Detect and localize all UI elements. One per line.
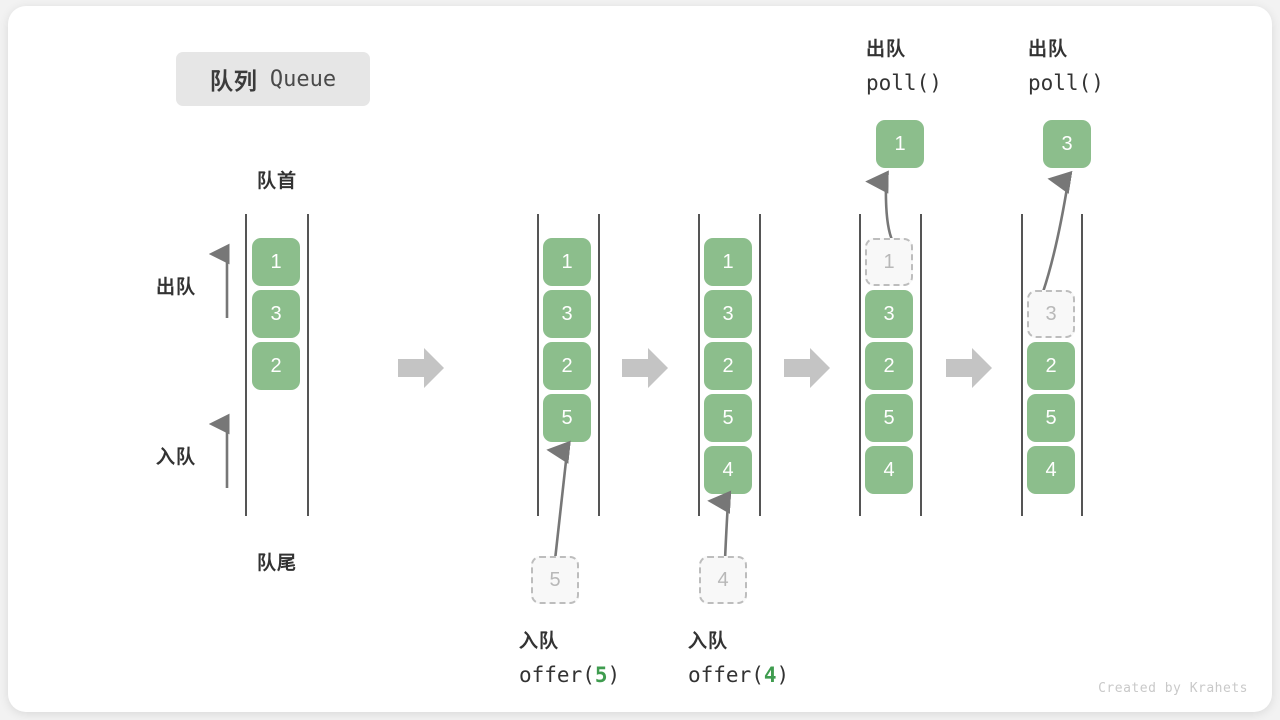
title-chinese: 队列 [209, 68, 258, 94]
column-3-cell-1: 3 [704, 290, 752, 338]
diagram-card: 队列 Queue 队首 队尾 出队 入队 1 3 2 1 3 2 5 [8, 6, 1272, 712]
column-2-rail-left [537, 214, 539, 516]
column-1-cell-0: 1 [252, 238, 300, 286]
column-5-cell-4: 4 [1027, 446, 1075, 494]
column-5-cell-1: 3 [1027, 290, 1075, 338]
column-4-cell-1: 3 [865, 290, 913, 338]
offer-4-incoming-cell: 4 [699, 556, 747, 604]
offer-4-caption: 入队 offer(4) [688, 626, 789, 694]
poll-3-returned-cell: 3 [1043, 120, 1091, 168]
title-badge: 队列 Queue [176, 52, 370, 106]
poll-3-arrow-icon [1041, 170, 1073, 293]
dequeue-direction-arrow-icon [208, 243, 230, 318]
poll-1-caption-code: poll() [866, 71, 942, 96]
offer-5-caption: 入队 offer(5) [519, 626, 620, 694]
offer-5-caption-cn: 入队 [519, 631, 560, 652]
title-english: Queue [269, 66, 337, 92]
enqueue-direction-arrow-icon [208, 413, 230, 488]
offer-5-arrow-icon [546, 440, 571, 561]
column-5-cell-3: 5 [1027, 394, 1075, 442]
offer-4-caption-cn: 入队 [688, 631, 729, 652]
column-3-cell-4: 4 [704, 446, 752, 494]
column-5-rail-right [1081, 214, 1083, 516]
offer-4-caption-code: offer(4) [688, 663, 790, 688]
poll-1-caption-cn: 出队 [866, 39, 907, 60]
column-4-rail-right [920, 214, 922, 516]
column-4-rail-left [859, 214, 861, 516]
column-4-cell-0: 1 [865, 238, 913, 286]
step-arrow-4-icon [946, 348, 992, 388]
column-4-cell-2: 2 [865, 342, 913, 390]
column-1-rail-left [245, 214, 247, 516]
poll-3-caption: 出队 poll() [1028, 34, 1104, 102]
column-5-cell-2: 2 [1027, 342, 1075, 390]
poll-1-arrow-icon [865, 170, 895, 243]
step-arrow-1-icon [398, 348, 444, 388]
step-arrow-3-icon [784, 348, 830, 388]
column-3-rail-left [698, 214, 700, 516]
dequeue-direction-label: 出队 [156, 277, 197, 298]
offer-4-arrow-icon [707, 490, 732, 561]
queue-tail-label: 队尾 [256, 553, 297, 574]
column-1-rail-right [307, 214, 309, 516]
column-2-cell-0: 1 [543, 238, 591, 286]
column-5-rail-left [1021, 214, 1023, 516]
queue-head-label: 队首 [256, 171, 297, 192]
offer-5-caption-code: offer(5) [519, 663, 621, 688]
poll-3-caption-code: poll() [1028, 71, 1104, 96]
poll-3-caption-cn: 出队 [1028, 39, 1069, 60]
column-3-cell-0: 1 [704, 238, 752, 286]
poll-1-caption: 出队 poll() [866, 34, 942, 102]
column-3-cell-2: 2 [704, 342, 752, 390]
column-2-cell-2: 2 [543, 342, 591, 390]
step-arrow-2-icon [622, 348, 668, 388]
column-2-cell-3: 5 [543, 394, 591, 442]
column-4-cell-4: 4 [865, 446, 913, 494]
column-1-cell-1: 3 [252, 290, 300, 338]
credit-text: Created by Krahets [1098, 681, 1248, 696]
poll-1-returned-cell: 1 [876, 120, 924, 168]
enqueue-direction-label: 入队 [156, 447, 197, 468]
offer-5-incoming-cell: 5 [531, 556, 579, 604]
column-1-cell-2: 2 [252, 342, 300, 390]
column-3-cell-3: 5 [704, 394, 752, 442]
column-4-cell-3: 5 [865, 394, 913, 442]
column-3-rail-right [759, 214, 761, 516]
column-2-cell-1: 3 [543, 290, 591, 338]
column-2-rail-right [598, 214, 600, 516]
